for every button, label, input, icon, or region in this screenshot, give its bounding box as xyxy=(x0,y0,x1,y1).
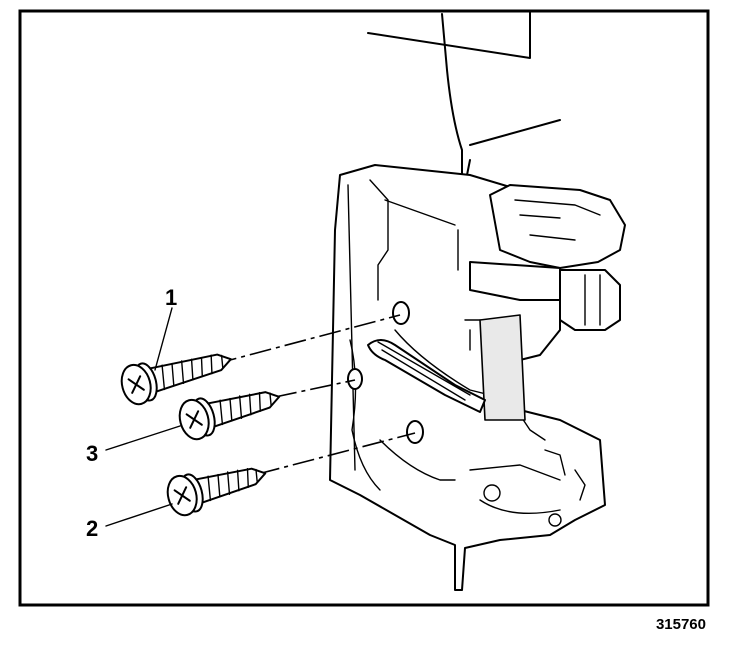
leader-1 xyxy=(154,307,173,371)
electrical-connector xyxy=(469,184,626,331)
figure-frame xyxy=(18,9,710,607)
leader-3 xyxy=(105,425,181,451)
alignment-line-3 xyxy=(274,379,356,398)
callout-leaders xyxy=(105,307,181,527)
screw-3 xyxy=(178,391,281,441)
latch-rod xyxy=(367,339,486,413)
screw-1 xyxy=(120,353,232,406)
callout-label-3: 3 xyxy=(86,441,98,466)
screw-2 xyxy=(166,467,267,517)
screw-holes xyxy=(347,301,424,444)
callout-label-1: 1 xyxy=(165,285,177,310)
callout-label-2: 2 xyxy=(86,516,98,541)
leader-2 xyxy=(105,503,173,527)
hole-1 xyxy=(392,301,410,325)
alignment-line-1 xyxy=(214,314,401,365)
alignment-lines xyxy=(214,314,416,475)
figure-id: 315760 xyxy=(656,616,706,633)
hole-3 xyxy=(347,368,363,390)
hole-2 xyxy=(406,420,424,444)
alignment-line-2 xyxy=(257,432,416,475)
